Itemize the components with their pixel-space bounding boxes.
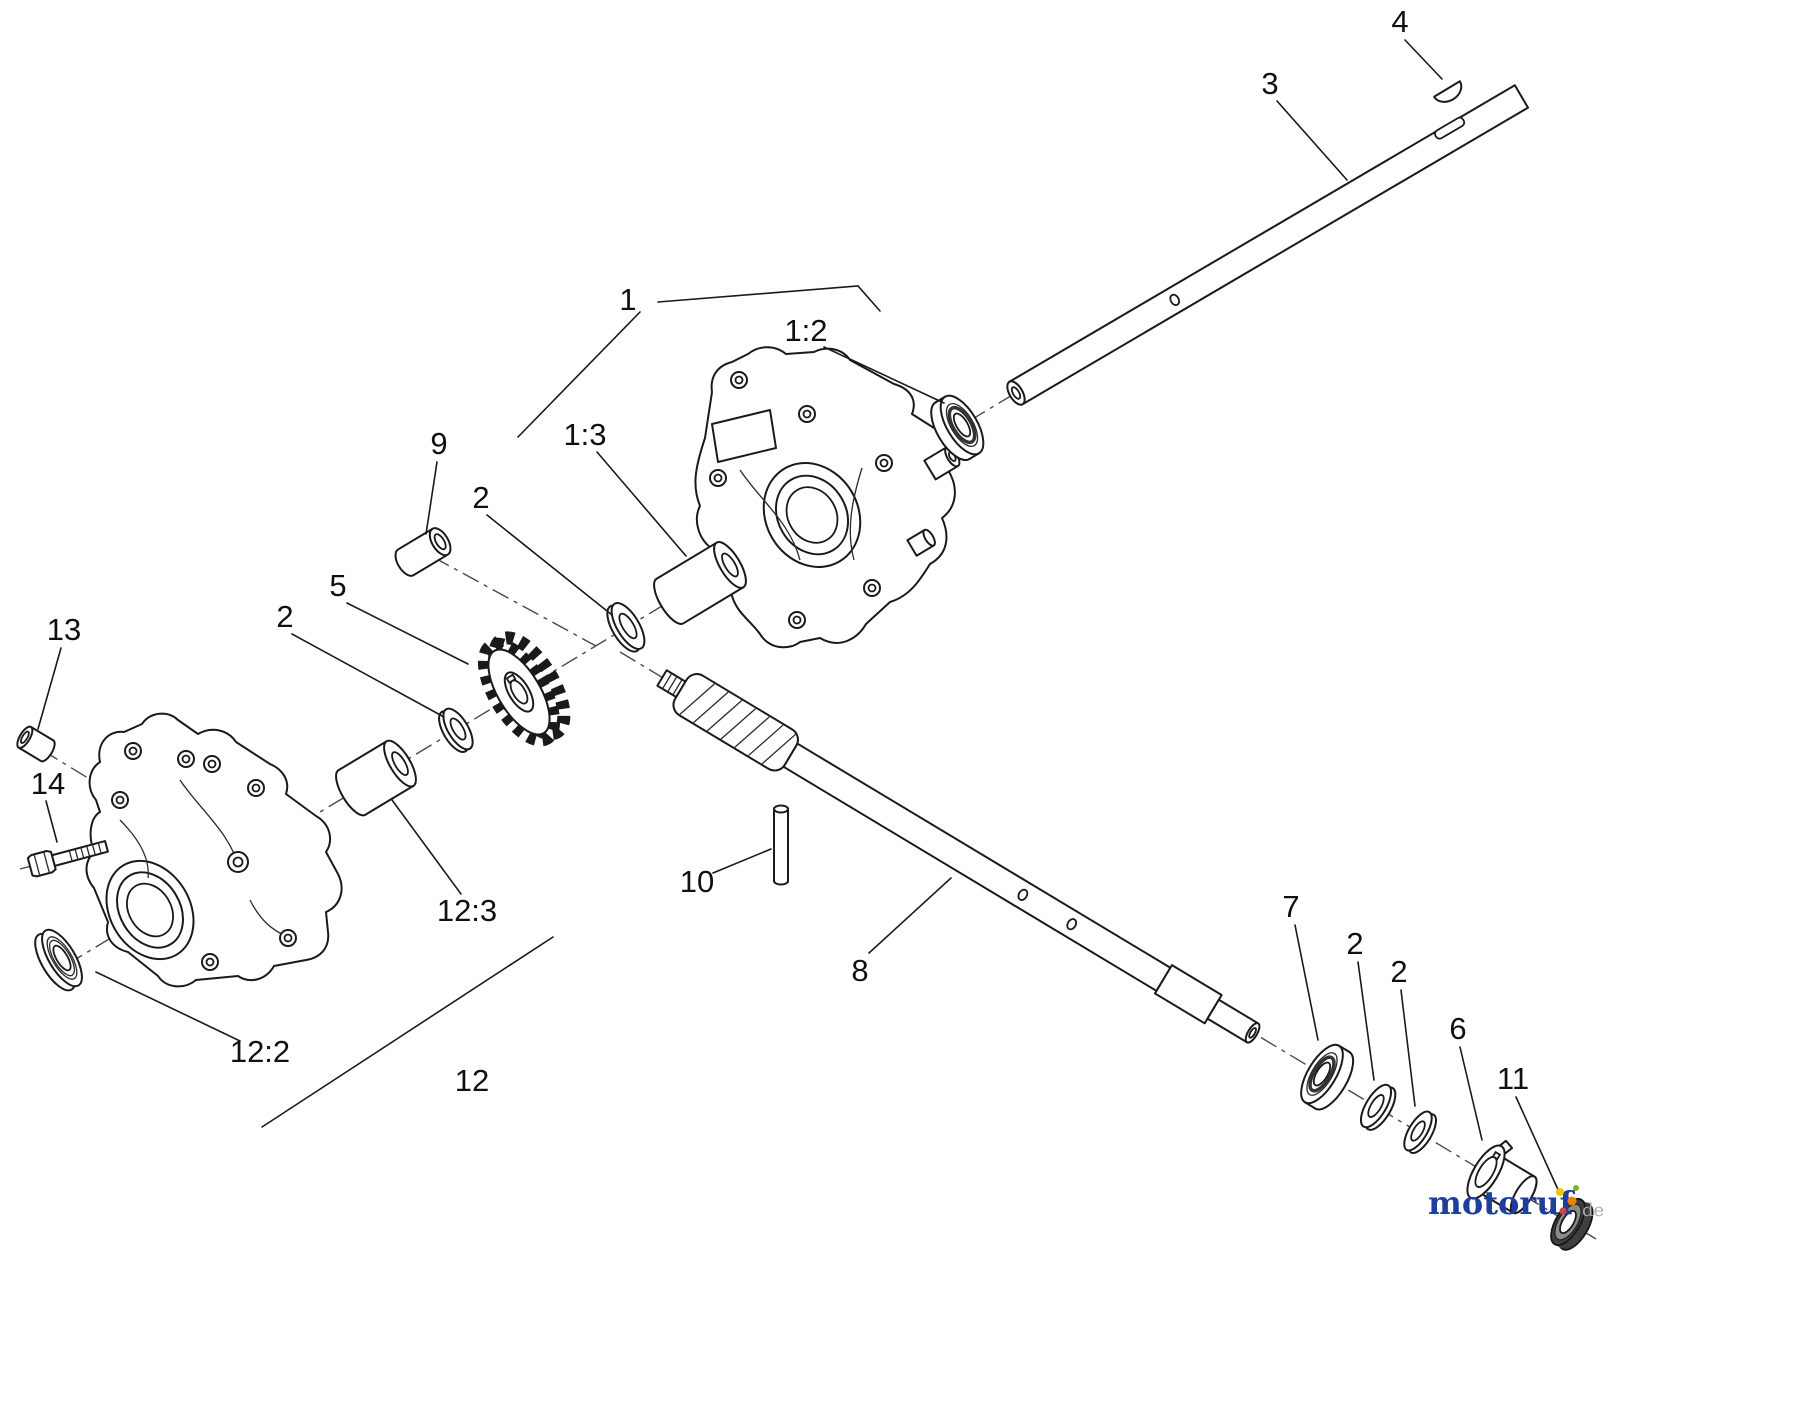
- part-label-9-13: 9: [430, 426, 447, 461]
- part-label-3-7: 3: [1261, 66, 1278, 101]
- housing-12-bolt-holes: [111, 742, 297, 971]
- logo-dot-2: [1567, 1196, 1577, 1206]
- part-label-2-3: 2: [472, 480, 489, 515]
- leader-part-1-2: [823, 346, 945, 404]
- part-spacer-bushing-1-3: [653, 541, 747, 625]
- part-label-12-2-17: 12:2: [230, 1034, 290, 1069]
- shaft-cross-hole: [1169, 293, 1181, 306]
- leader-part-4: [1404, 39, 1443, 80]
- logo-dot-1: [1556, 1188, 1564, 1196]
- part-label-11-15: 11: [1497, 1061, 1529, 1096]
- part-woodruff-key-4: [1433, 80, 1463, 103]
- part-worm-shaft-8: [656, 669, 1261, 1044]
- leader-part-12-2: [95, 971, 241, 1042]
- leader-part-1-3: [596, 451, 687, 557]
- gear-keyway: [505, 673, 517, 684]
- part-label-2-5: 2: [1346, 926, 1363, 961]
- part-seal-12-2: [34, 928, 83, 992]
- leader-part-14: [45, 800, 58, 843]
- part-washer-2-lower-a: [1359, 1083, 1397, 1131]
- part-housing-12: [85, 712, 343, 988]
- part-seal-11: [1550, 1197, 1594, 1251]
- part-label-2-6: 2: [1390, 954, 1407, 989]
- leader-part-2-lower-a: [1357, 961, 1375, 1081]
- leader-part-5: [346, 602, 469, 665]
- part-label-13-19: 13: [47, 612, 81, 647]
- housing-1-boss-lower: [906, 528, 936, 557]
- part-label-6-10: 6: [1449, 1011, 1466, 1046]
- part-washer-2-mid: [438, 707, 474, 753]
- housing-1-window: [711, 409, 777, 463]
- part-gear-5: [477, 631, 571, 747]
- bracket-part-1: [517, 285, 881, 438]
- watermark-text: motoruf: [1428, 1184, 1575, 1222]
- leader-part-13: [37, 647, 62, 730]
- leader-part-10: [712, 848, 772, 874]
- centerline-bushing-9: [432, 556, 597, 647]
- part-washer-2-lower-b: [1403, 1110, 1437, 1154]
- leader-part-2-mid: [291, 633, 445, 718]
- part-bolt-14: [26, 840, 109, 878]
- housing-12-bore: [105, 859, 195, 961]
- part-label-14-20: 14: [31, 766, 65, 801]
- bolt-hex-head: [26, 849, 57, 878]
- leader-part-6: [1459, 1046, 1483, 1141]
- part-bushing-13: [16, 725, 56, 763]
- leader-part-2-lower-b: [1400, 989, 1416, 1107]
- part-bushing-9: [394, 527, 452, 577]
- leader-part-8: [868, 877, 952, 954]
- part-label-12-16: 12: [455, 1063, 489, 1098]
- logo-dot-4: [1573, 1185, 1579, 1191]
- shaft-hole-a: [1017, 888, 1029, 901]
- part-label-1-3-2: 1:3: [563, 417, 606, 452]
- leader-part-9: [425, 461, 438, 535]
- watermark-suffix: de: [1582, 1200, 1604, 1221]
- housing-1-bolt-holes: [709, 371, 893, 629]
- leader-part-2-upper: [486, 514, 613, 616]
- part-label-1-2-1: 1:2: [784, 313, 827, 348]
- shaft-keyway-slot: [1434, 116, 1466, 140]
- part-pin-10: [773, 804, 789, 886]
- part-label-10-14: 10: [680, 864, 714, 899]
- bracket-part-12: [261, 936, 554, 1128]
- part-bearing-1-2: [930, 394, 985, 461]
- leader-lines: [37, 39, 1561, 1195]
- part-bushing-12-3: [335, 739, 417, 817]
- part-washer-2-upper: [606, 602, 646, 653]
- leader-part-3: [1276, 100, 1348, 181]
- watermark: motoruf de: [1428, 1184, 1604, 1222]
- part-label-8-12: 8: [851, 953, 868, 988]
- leader-part-7: [1294, 924, 1319, 1041]
- worm-gear-section: [672, 673, 799, 772]
- logo-dot-3: [1559, 1207, 1567, 1215]
- part-flanged-bushing-6: [1466, 1139, 1538, 1215]
- part-label-1-0: 1: [619, 282, 636, 317]
- part-input-shaft-3: [1006, 84, 1530, 406]
- leader-part-12-3: [391, 799, 462, 895]
- housing-1-bore: [762, 462, 862, 568]
- part-bearing-7: [1300, 1043, 1355, 1111]
- shaft-end-bore: [1010, 386, 1022, 400]
- part-label-2-4: 2: [276, 599, 293, 634]
- part-label-12-3-18: 12:3: [437, 893, 497, 928]
- shaft-hole-b: [1066, 918, 1078, 931]
- leader-part-11: [1515, 1096, 1561, 1195]
- part-label-5-9: 5: [329, 568, 346, 603]
- part-label-4-8: 4: [1391, 4, 1408, 39]
- part-label-7-11: 7: [1282, 889, 1299, 924]
- part-gearbox-housing-1: [694, 346, 961, 649]
